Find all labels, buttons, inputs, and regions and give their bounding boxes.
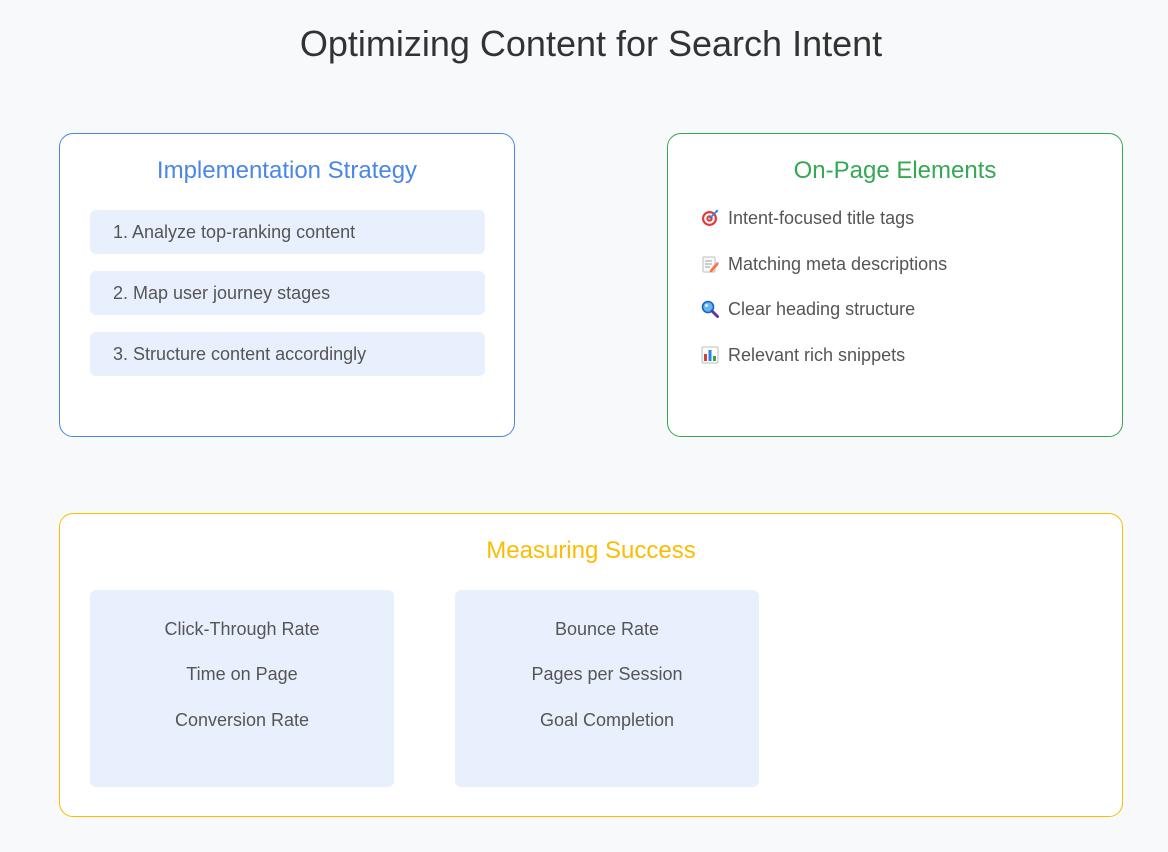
- measuring-success-card: Measuring Success Click-Through Rate Tim…: [59, 513, 1123, 817]
- metrics-group: Click-Through Rate Time on Page Conversi…: [90, 590, 394, 787]
- implementation-strategy-card: Implementation Strategy 1. Analyze top-r…: [59, 133, 515, 437]
- on-page-item: Intent-focused title tags: [701, 205, 914, 231]
- strategy-step: 2. Map user journey stages: [90, 270, 485, 315]
- on-page-item-label: Intent-focused title tags: [728, 208, 915, 228]
- metrics-group: Bounce Rate Pages per Session Goal Compl…: [455, 590, 759, 787]
- metric-label: Time on Page: [186, 664, 298, 684]
- metric-label: Goal Completion: [539, 710, 675, 730]
- page-title: Optimizing Content for Search Intent: [299, 23, 883, 64]
- implementation-strategy-heading: Implementation Strategy: [156, 157, 418, 184]
- metric-label: Bounce Rate: [554, 619, 660, 639]
- on-page-elements-heading: On-Page Elements: [793, 157, 997, 184]
- metric-label: Click-Through Rate: [164, 619, 320, 639]
- metric-label: Pages per Session: [531, 664, 683, 684]
- bar-chart-icon: [701, 346, 719, 364]
- strategy-step: 1. Analyze top-ranking content: [90, 209, 485, 254]
- strategy-step: 3. Structure content accordingly: [90, 331, 485, 376]
- memo-icon: [702, 256, 719, 273]
- magnifier-icon: [701, 300, 719, 318]
- measuring-success-heading: Measuring Success: [486, 537, 696, 564]
- target-icon: [702, 209, 719, 226]
- on-page-item: Relevant rich snippets: [701, 342, 905, 368]
- on-page-item-label: Matching meta descriptions: [728, 254, 948, 274]
- on-page-item: Clear heading structure: [701, 296, 915, 322]
- metric-label: Conversion Rate: [174, 710, 310, 730]
- on-page-item-label: Clear heading structure: [728, 299, 916, 319]
- on-page-item-label: Relevant rich snippets: [728, 345, 906, 365]
- on-page-item: Matching meta descriptions: [701, 251, 947, 277]
- on-page-elements-card: On-Page Elements Intent-focused title ta…: [667, 133, 1123, 437]
